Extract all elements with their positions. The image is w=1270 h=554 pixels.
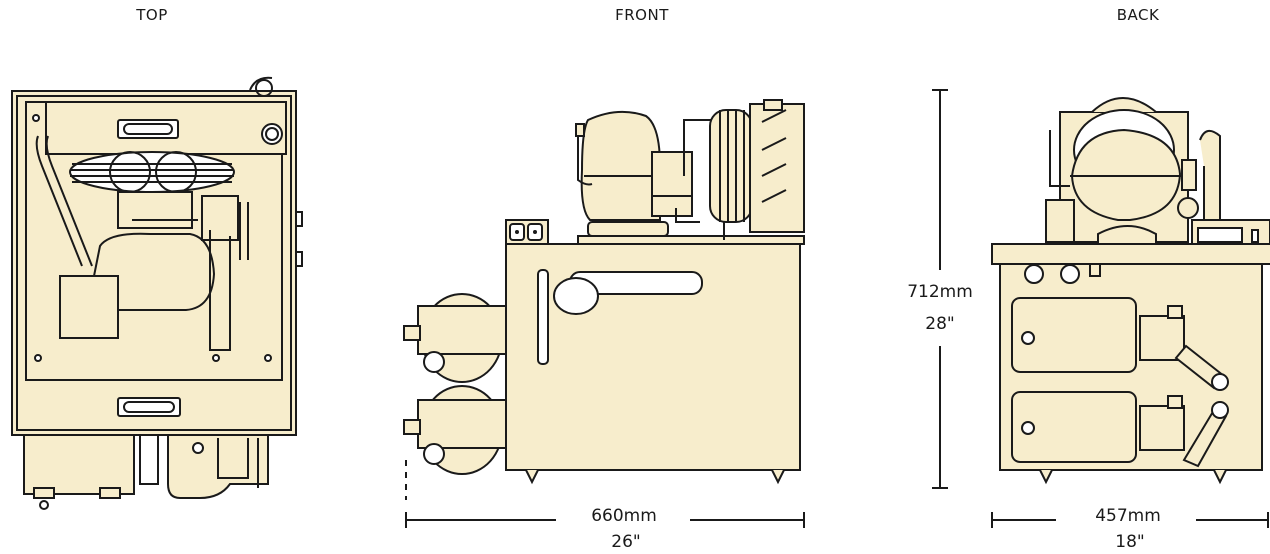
height-imperial: 28" <box>925 314 955 334</box>
top-view-drawing <box>11 76 303 510</box>
front-width-metric: 660mm <box>591 506 657 526</box>
back-view-drawing <box>932 89 1270 528</box>
back-view-title: BACK <box>1116 6 1160 24</box>
front-width-imperial: 26" <box>611 532 641 552</box>
top-view-title: TOP <box>136 6 168 24</box>
front-view-title: FRONT <box>615 6 669 24</box>
front-view-drawing <box>403 99 805 528</box>
height-metric: 712mm <box>907 282 973 302</box>
back-depth-imperial: 18" <box>1115 532 1145 552</box>
back-depth-metric: 457mm <box>1095 506 1161 526</box>
